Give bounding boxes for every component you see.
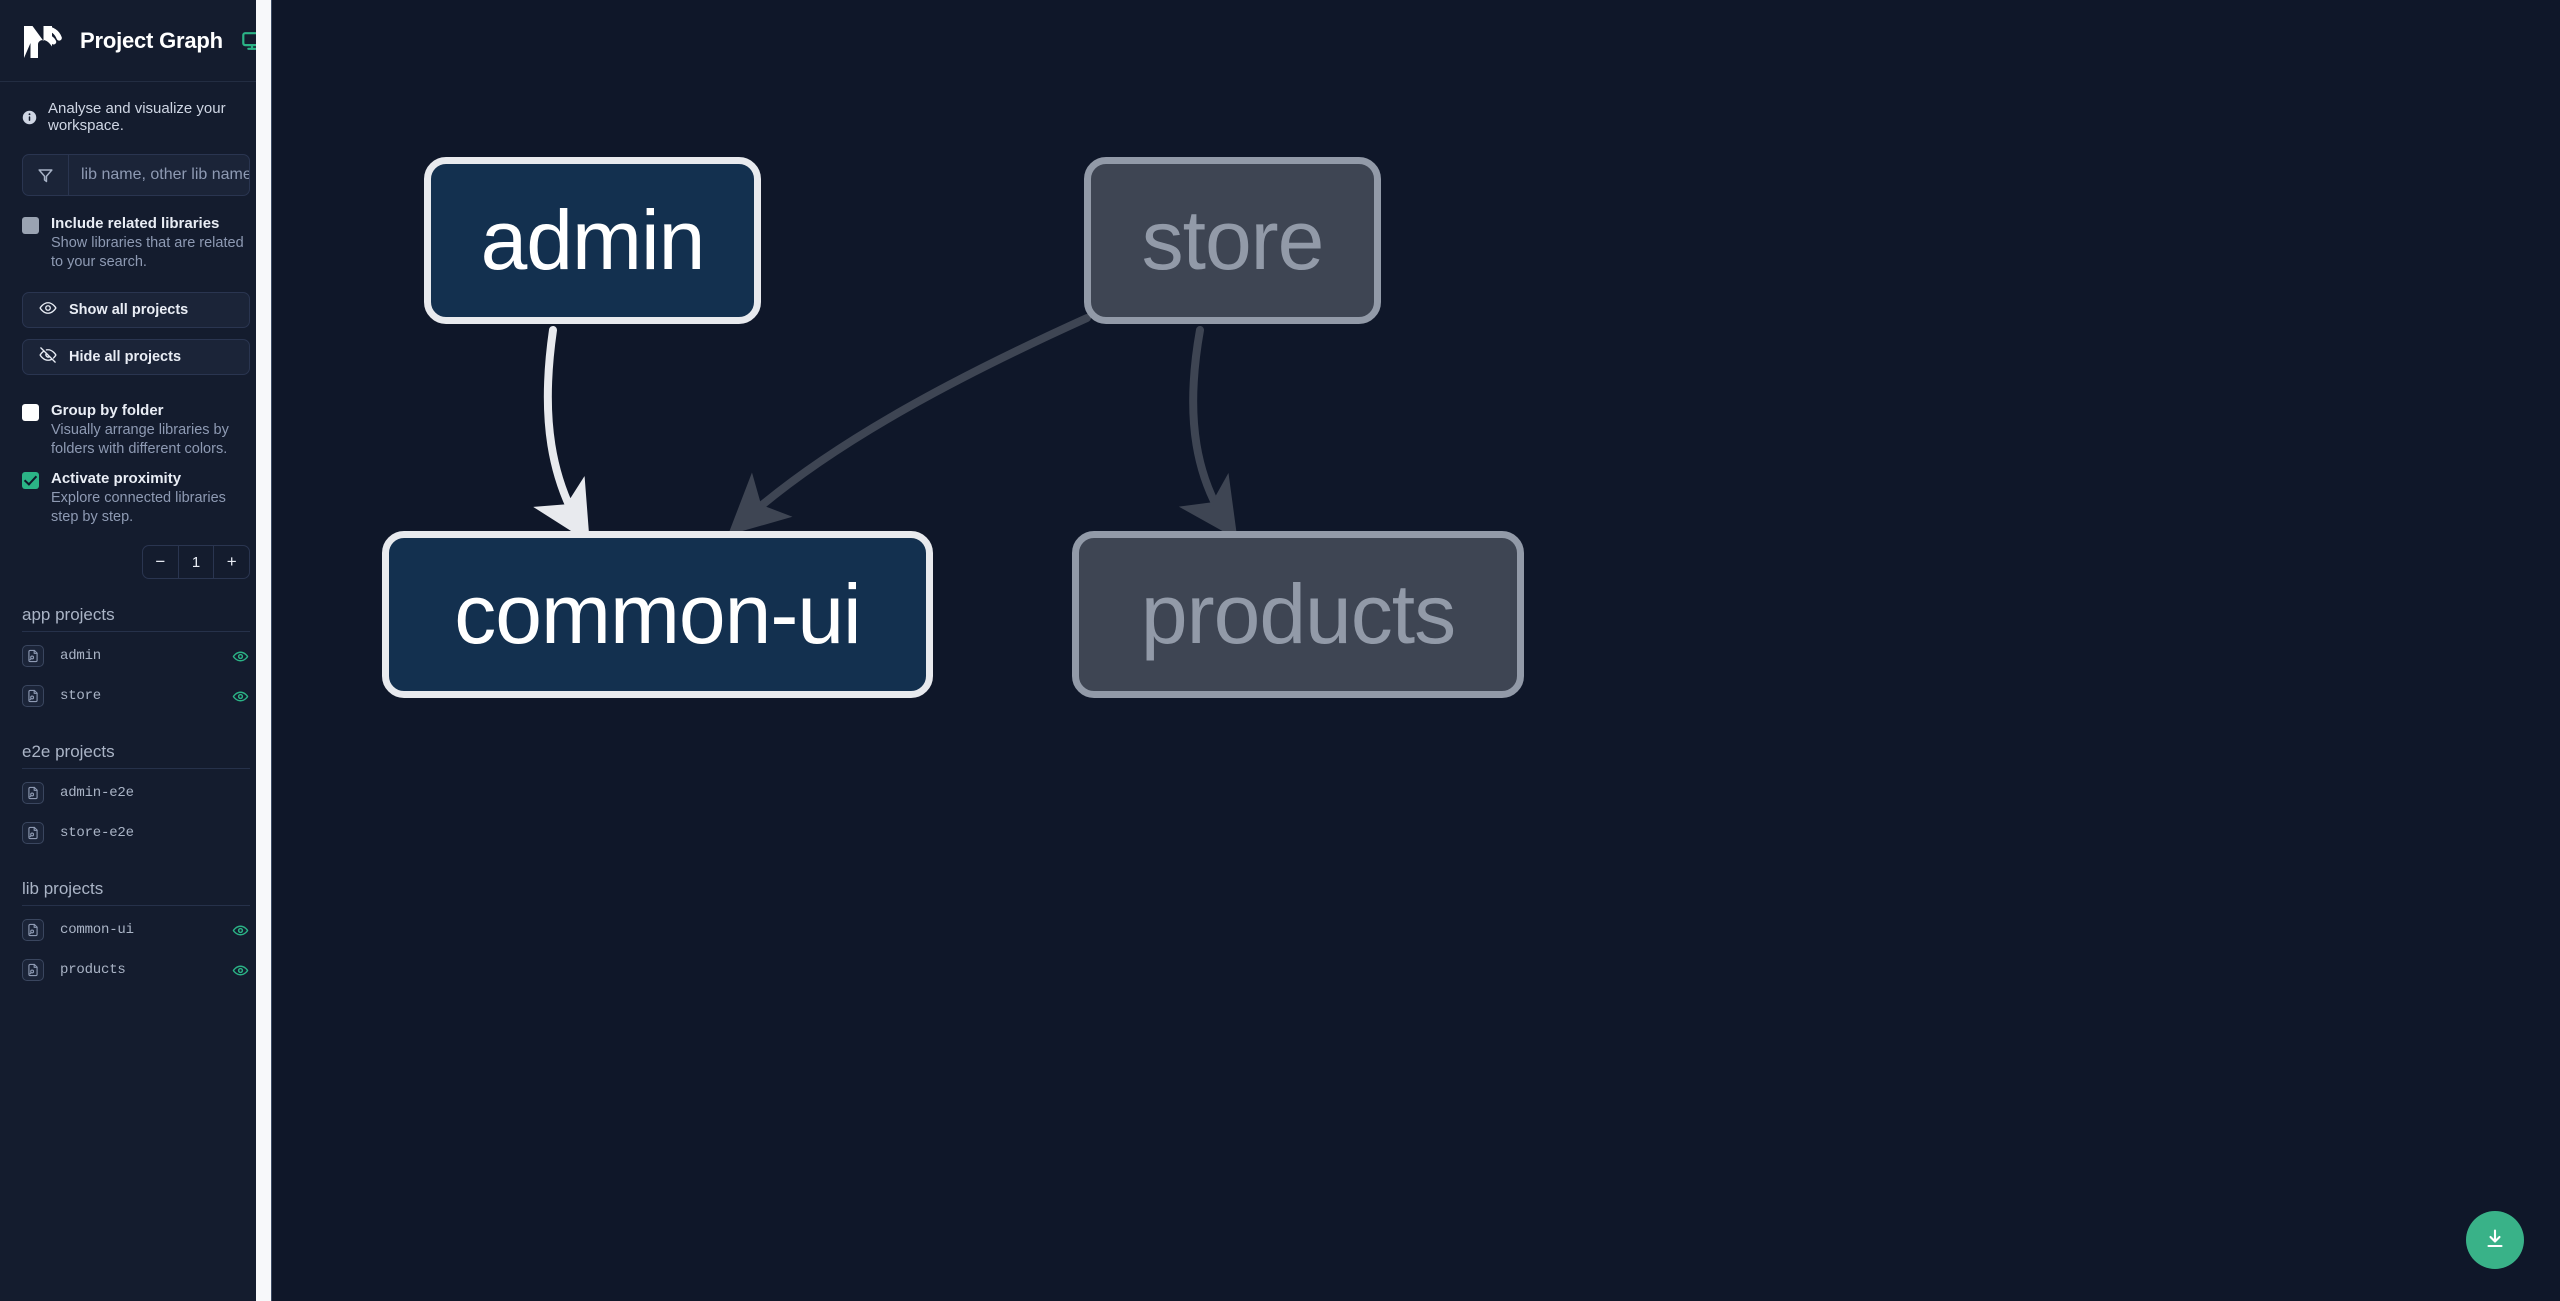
include-related-libraries-checkbox[interactable]: [22, 217, 39, 234]
graph-node-label: common-ui: [454, 567, 861, 661]
project-group-lib: lib projects common-ui: [22, 879, 250, 990]
project-list-item[interactable]: products: [22, 950, 250, 990]
project-file-icon: [22, 685, 44, 707]
option-group-by-folder[interactable]: Group by folder Visually arrange librari…: [0, 375, 272, 461]
project-name: admin: [60, 648, 102, 664]
project-group-app: app projects admin: [22, 605, 250, 716]
project-file-icon: [22, 645, 44, 667]
option-include-related-libraries[interactable]: Include related libraries Show libraries…: [0, 202, 272, 274]
option-description: Explore connected libraries step by step…: [51, 490, 226, 525]
option-description: Show libraries that are related to your …: [51, 235, 244, 270]
info-icon: [22, 110, 37, 125]
project-name: store-e2e: [60, 825, 134, 841]
hide-all-projects-label: Hide all projects: [69, 349, 182, 365]
graph-node-admin[interactable]: admin: [424, 157, 761, 324]
project-list-item[interactable]: store-e2e: [22, 813, 250, 853]
show-all-projects-label: Show all projects: [69, 302, 189, 318]
show-all-projects-button[interactable]: Show all projects: [22, 292, 250, 328]
project-name: common-ui: [60, 922, 134, 938]
download-icon: [2483, 1227, 2507, 1254]
search-input[interactable]: [69, 155, 249, 195]
sidebar: Project Graph Analyse and visualize your…: [0, 0, 272, 1301]
option-label: Include related libraries: [51, 215, 220, 232]
project-file-icon: [22, 959, 44, 981]
tagline-text: Analyse and visualize your workspace.: [48, 100, 226, 134]
page-title: Project Graph: [80, 27, 223, 53]
project-visibility-eye-icon[interactable]: [230, 688, 250, 705]
edge-store-to-products: [1178, 326, 1238, 540]
group-title: app projects: [22, 605, 250, 632]
option-label: Group by folder: [51, 402, 164, 419]
edge-admin-to-common-ui: [533, 326, 590, 543]
project-name: products: [60, 962, 126, 978]
project-file-icon: [22, 919, 44, 941]
proximity-stepper[interactable]: − 1 +: [142, 545, 250, 579]
option-description: Visually arrange libraries by folders wi…: [51, 422, 229, 457]
graph-node-label: admin: [480, 193, 706, 287]
project-visibility-eye-icon[interactable]: [230, 648, 250, 665]
hide-all-projects-button[interactable]: Hide all projects: [22, 339, 250, 375]
funnel-icon[interactable]: [23, 155, 69, 195]
project-file-icon: [22, 822, 44, 844]
project-file-icon: [22, 782, 44, 804]
option-activate-proximity[interactable]: Activate proximity Explore connected lib…: [0, 461, 272, 529]
graph-node-products[interactable]: products: [1072, 531, 1524, 698]
project-list-item[interactable]: admin: [22, 636, 250, 676]
group-title: e2e projects: [22, 742, 250, 769]
eye-icon: [39, 299, 57, 321]
project-name: admin-e2e: [60, 785, 134, 801]
graph-edges: [533, 314, 1238, 543]
download-button[interactable]: [2466, 1211, 2524, 1269]
search-section: [0, 142, 272, 202]
edge-store-to-common-ui: [727, 314, 1091, 536]
sidebar-tagline: Analyse and visualize your workspace.: [0, 82, 272, 142]
project-name: store: [60, 688, 102, 704]
project-visibility-eye-icon[interactable]: [230, 922, 250, 939]
graph-node-store[interactable]: store: [1084, 157, 1381, 324]
group-title: lib projects: [22, 879, 250, 906]
graph-canvas[interactable]: admin store common-ui products: [272, 0, 2560, 1301]
proximity-increment-button[interactable]: +: [214, 546, 249, 578]
option-label: Activate proximity: [51, 470, 182, 487]
project-list-item[interactable]: admin-e2e: [22, 773, 250, 813]
search-box[interactable]: [22, 154, 250, 196]
activate-proximity-checkbox[interactable]: [22, 472, 39, 489]
graph-node-label: products: [1140, 567, 1456, 661]
project-list: app projects admin: [0, 605, 272, 1020]
sidebar-scrollbar[interactable]: [256, 0, 272, 1301]
graph-node-common-ui[interactable]: common-ui: [382, 531, 933, 698]
project-list-item[interactable]: common-ui: [22, 910, 250, 950]
proximity-value: 1: [177, 546, 215, 578]
project-list-item[interactable]: store: [22, 676, 250, 716]
sidebar-divider: [271, 0, 272, 1301]
eye-off-icon: [39, 346, 57, 368]
visibility-buttons: Show all projects Hide all projects: [0, 274, 272, 375]
nx-logo-icon: [22, 22, 64, 60]
graph-node-label: store: [1141, 193, 1325, 287]
project-visibility-eye-icon[interactable]: [230, 962, 250, 979]
sidebar-header: Project Graph: [0, 0, 272, 82]
proximity-decrement-button[interactable]: −: [143, 546, 178, 578]
project-group-e2e: e2e projects admin-e2e: [22, 742, 250, 853]
group-by-folder-checkbox[interactable]: [22, 404, 39, 421]
